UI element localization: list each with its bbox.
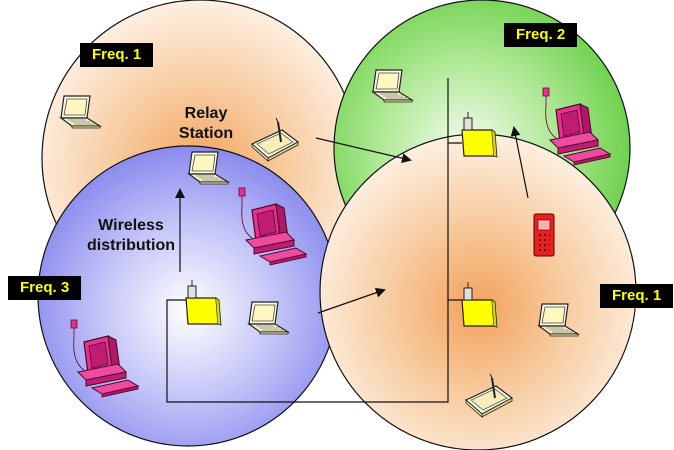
wireless-distribution-line1: Wireless [98, 217, 164, 234]
freq-badge-right: Freq. 1 [600, 284, 674, 308]
arrow-icon [510, 126, 529, 199]
arrow-icon [317, 287, 386, 314]
relay-station-line2: Station [178, 125, 234, 142]
wired-line-loop [166, 143, 449, 403]
wireless-distribution-line2: distribution [87, 237, 175, 254]
wireless-distribution-label: Wireless distribution [76, 216, 186, 256]
mobile-phone-icon [533, 213, 555, 257]
relay-station-line1: Relay [184, 105, 228, 122]
arrow-icon [315, 137, 412, 164]
freq-badge-left: Freq. 3 [8, 276, 82, 300]
relay-station-label: Relay Station [166, 104, 246, 144]
freq-badge-top-right: Freq. 2 [504, 23, 578, 47]
freq-badge-top-left: Freq. 1 [80, 43, 154, 67]
